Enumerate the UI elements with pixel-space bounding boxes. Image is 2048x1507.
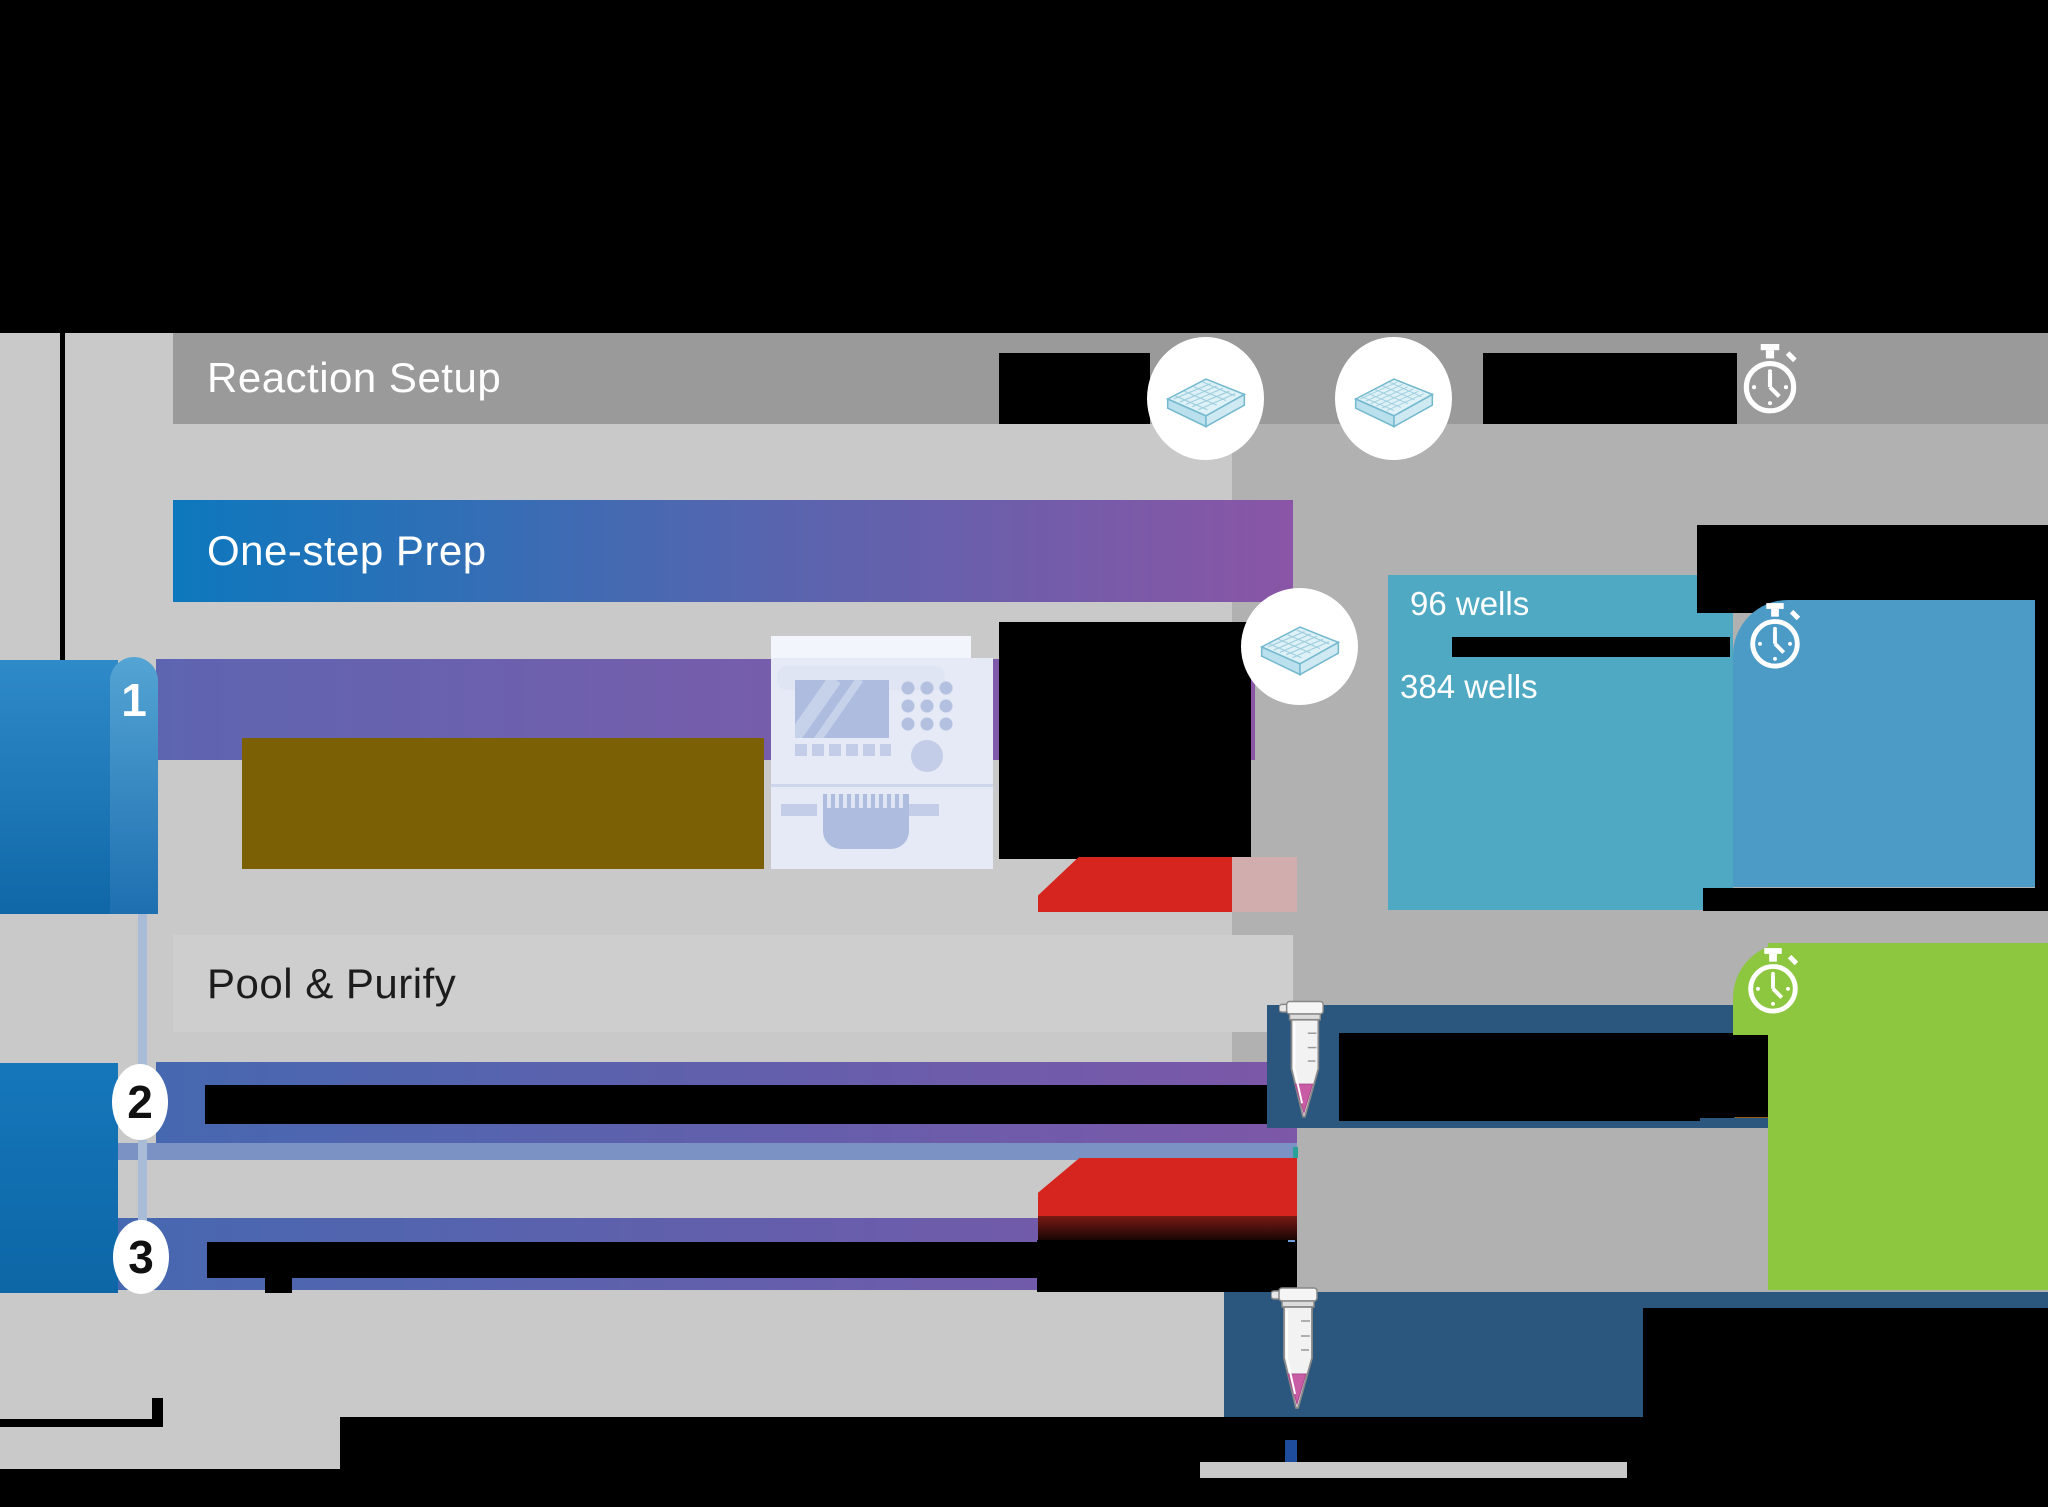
- reaction-setup-label: Reaction Setup: [207, 354, 502, 401]
- teal-tick: [1293, 1147, 1298, 1158]
- olive-block: [242, 738, 764, 869]
- blue-square-fragment: [1285, 1440, 1297, 1462]
- wells-384-label: 384 wells: [1400, 668, 1538, 705]
- redacted-line: [0, 1419, 163, 1427]
- thermocycler-vent: [823, 794, 909, 849]
- redacted-text-block: [1643, 1308, 2048, 1417]
- vent-teeth: [827, 794, 905, 808]
- thermocycler-top: [771, 636, 971, 662]
- redacted-tick: [152, 1398, 163, 1427]
- one-step-prep-label: One-step Prep: [207, 527, 487, 574]
- stopwatch-icon: [1743, 344, 1797, 414]
- microplate-icon: [1259, 625, 1340, 676]
- plate-96-circle: [1147, 337, 1264, 460]
- pool-purify-label: Pool & Purify: [207, 960, 457, 1007]
- redacted-text-block: [207, 1242, 1297, 1278]
- left-edge-line: [60, 333, 65, 663]
- redacted-text-block: [1483, 353, 1737, 424]
- stopwatch-icon: [1748, 948, 1799, 1014]
- thermocycler-icon: [771, 636, 993, 869]
- wells-box: [1388, 575, 1733, 910]
- step-connector-line: [138, 760, 147, 1077]
- step1-number: 1: [121, 674, 147, 726]
- step2-number: 2: [127, 1076, 153, 1128]
- step2-circle: 2: [112, 1064, 168, 1140]
- step1-pill: 1: [110, 657, 158, 914]
- navy-fragment: [1700, 1118, 1768, 1128]
- redacted-text-block: [999, 622, 1251, 859]
- stopwatch-icon: [1750, 603, 1801, 669]
- navy-fragment: [1700, 1005, 1730, 1030]
- step3-number: 3: [128, 1231, 154, 1283]
- redacted-text-block: [2035, 613, 2048, 911]
- plate-circle: [1241, 588, 1358, 705]
- microcentrifuge-tube-icon: [1271, 1287, 1318, 1409]
- thermocycler-dpad: [911, 740, 943, 772]
- wells-96-label: 96 wells: [1410, 585, 1530, 622]
- thermocycler-divider: [771, 784, 993, 787]
- redacted-text-block: [999, 353, 1150, 424]
- thermocycler-screen: [795, 680, 889, 738]
- step-connector-line: [138, 1140, 147, 1222]
- step3-circle: 3: [113, 1220, 169, 1294]
- redacted-text-block: [1697, 525, 2048, 613]
- redacted-text-block: [1700, 1035, 1768, 1117]
- thermocycler-button-row: [795, 744, 891, 756]
- redacted-text-block: [205, 1085, 1294, 1124]
- microcentrifuge-tube-icon: [1279, 1000, 1324, 1118]
- pool-purify-bar: [173, 935, 1293, 1032]
- redacted-text-block: [1452, 637, 1730, 657]
- redacted-text-block: [340, 1417, 2048, 1469]
- red-highlight-flag-faded: [1232, 857, 1297, 912]
- step23-side-block: [0, 1063, 118, 1293]
- bottom-black-strip: [0, 1469, 2048, 1507]
- red-highlight-flag: [1038, 1158, 1297, 1216]
- thermocycler-slot-button: [781, 804, 817, 816]
- red-highlight-flag: [1038, 857, 1232, 912]
- redacted-text-block: [1339, 1033, 1734, 1121]
- red-flag-fade: [1038, 1216, 1297, 1240]
- step1-side-block: [0, 660, 118, 914]
- redacted-text-descender: [265, 1278, 292, 1293]
- thermocycler-buttons: [899, 680, 955, 732]
- time-box-blue: [1733, 600, 2035, 887]
- microplate-icon: [1353, 377, 1434, 428]
- step2-subband: [118, 1143, 1297, 1160]
- time-box-green: [1768, 943, 2048, 1290]
- gray-bar-fragment: [1200, 1462, 1627, 1478]
- one-step-prep-bar: [173, 500, 1293, 602]
- redacted-text-block: [1703, 888, 2048, 911]
- plate-384-circle: [1335, 337, 1452, 460]
- microplate-icon: [1165, 377, 1246, 428]
